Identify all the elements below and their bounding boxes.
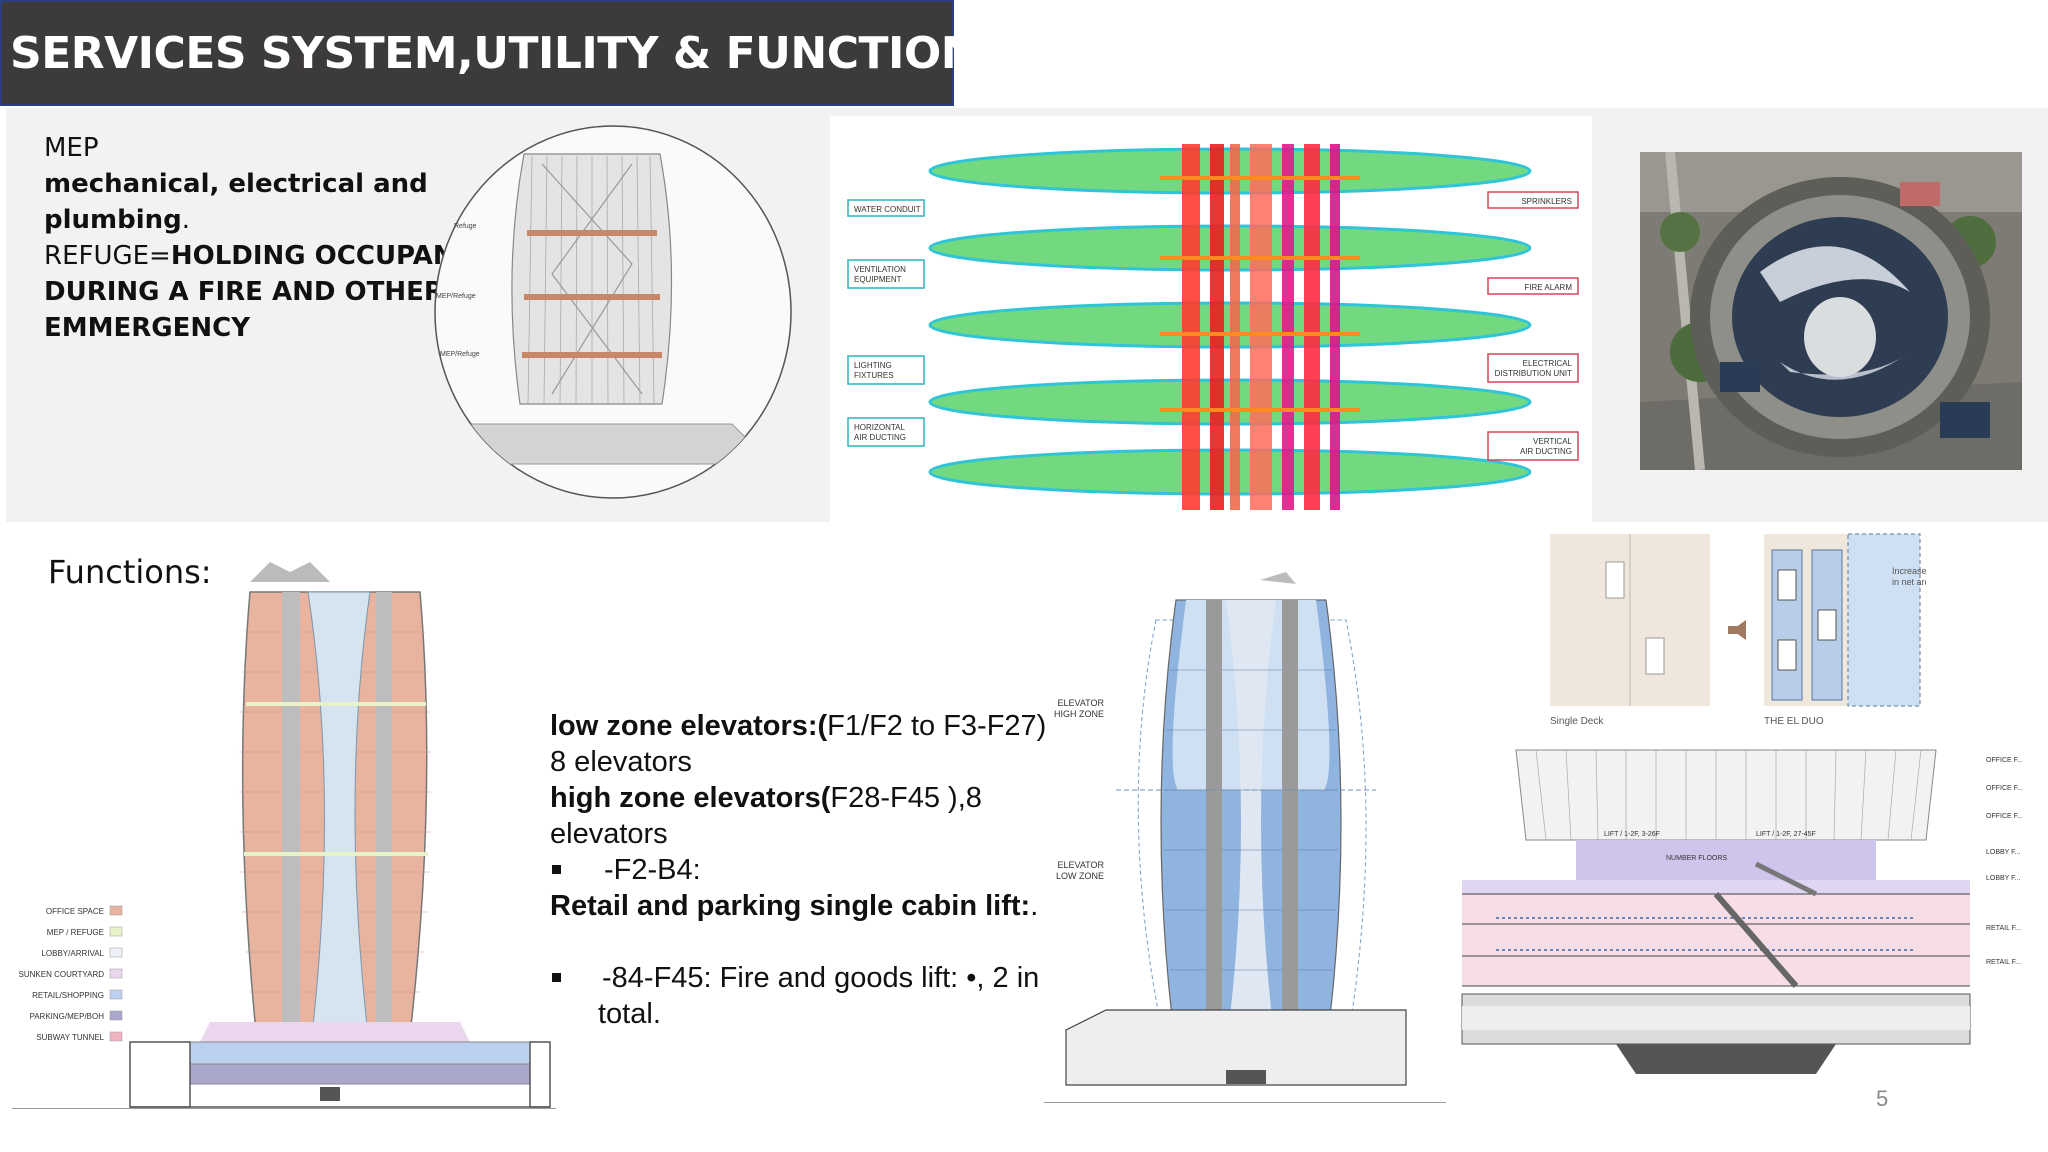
elevator-zone-diagram: ELEVATOR HIGH ZONE ELEVATOR LOW ZONE [1046,570,1450,1102]
legend-swatch-courtyard [109,968,123,979]
fire-lift-line2: total. [598,998,661,1030]
low-zone-range: F1/F2 to F3-F27) [827,710,1047,742]
legend-swatch-office [109,905,123,916]
el-duo-caption: THE EL DUO [1764,716,1824,727]
net-area-note-1: Increase [1892,566,1926,576]
legend-label-courtyard: SUNKEN COURTYARD [19,970,105,979]
mep-definition-line1: mechanical, electrical and [44,169,428,199]
svg-text:FIXTURES: FIXTURES [854,371,894,380]
svg-text:FIRE ALARM: FIRE ALARM [1524,283,1572,292]
net-area-note-2: in net area [1892,577,1926,587]
legend-label-retail: RETAIL/SHOPPING [32,991,104,1000]
svg-text:RETAIL F...: RETAIL F... [1986,925,2021,932]
mep-definition-line2: plumbing [44,205,182,235]
low-zone-label-1: ELEVATOR [1057,860,1104,870]
low-zone-count: 8 elevators [550,746,692,778]
low-zone-heading: low zone elevators:( [550,710,828,742]
svg-text:OFFICE F...: OFFICE F... [1986,785,2023,792]
svg-text:VERTICAL: VERTICAL [1533,437,1573,446]
legend-swatch-mep [109,926,123,937]
deck-comparison-diagram: Single Deck THE EL DUO Increase in net a… [1546,530,1926,730]
refuge-label-3: MEP/Refuge [440,351,480,358]
lobby-section-diagram: LIFT / 1-2F, 3-26F LIFT / 1-2F, 27-45F N… [1456,744,2048,1084]
refuge-prefix: REFUGE= [44,241,171,271]
bullet-basement-range: -F2-B4: [604,854,701,886]
high-zone-label-1: ELEVATOR [1057,698,1104,708]
high-zone-heading: high zone elevators( [550,782,831,814]
refuge-label-2: MEP/Refuge [436,293,476,300]
svg-text:HORIZONTAL: HORIZONTAL [854,423,906,432]
svg-text:LIFT / 1-2F, 27-45F: LIFT / 1-2F, 27-45F [1756,831,1816,838]
aerial-site-photo [1640,152,2022,470]
legend-swatch-retail [109,989,123,1000]
svg-text:DISTRIBUTION UNIT: DISTRIBUTION UNIT [1495,369,1572,378]
legend-label-office: OFFICE SPACE [46,907,104,916]
high-zone-range: F28-F45 ),8 [830,782,982,814]
svg-text:RETAIL F...: RETAIL F... [1986,959,2021,966]
high-zone-label-2: HIGH ZONE [1054,709,1104,719]
mep-description: MEP mechanical, electrical and plumbing.… [44,130,472,346]
legend-label-subway: SUBWAY TUNNEL [36,1033,104,1042]
svg-text:EQUIPMENT: EQUIPMENT [854,275,902,284]
refuge-definition-line2: DURING A FIRE AND OTHER [44,277,444,307]
refuge-definition-line1: HOLDING OCCUPANT [170,241,473,271]
svg-text:OFFICE F...: OFFICE F... [1986,757,2023,764]
bullet-icon [552,973,561,982]
single-deck-caption: Single Deck [1550,716,1604,727]
svg-text:LIGHTING: LIGHTING [854,361,892,370]
divider-left [12,1108,556,1109]
refuge-definition-line3: EMMERGENCY [44,313,251,343]
svg-text:ELECTRICAL: ELECTRICAL [1523,359,1573,368]
retail-lift-heading: Retail and parking single cabin lift: [550,890,1031,922]
functions-section-diagram: OFFICE SPACE MEP / REFUGE LOBBY/ARRIVAL … [10,552,558,1110]
legend-label-parking: PARKING/MEP/BOH [29,1012,104,1021]
slide-title: SERVICES SYSTEM,UTILITY & FUNCTIONS: [10,28,1018,79]
legend-swatch-subway [109,1031,123,1042]
svg-text:SPRINKLERS: SPRINKLERS [1521,197,1572,206]
svg-text:AIR DUCTING: AIR DUCTING [854,433,906,442]
low-zone-label-2: LOW ZONE [1056,871,1104,881]
high-zone-count: elevators [550,818,668,850]
legend-swatch-lobby [109,947,123,958]
svg-text:NUMBER FLOORS: NUMBER FLOORS [1666,855,1727,862]
mep-heading: MEP [44,133,99,163]
divider-middle [1044,1102,1446,1103]
title-bar: SERVICES SYSTEM,UTILITY & FUNCTIONS: [0,0,1018,106]
svg-text:LOBBY F...: LOBBY F... [1986,875,2021,882]
svg-text:VENTILATION: VENTILATION [854,265,906,274]
refuge-label-1: Refuge [454,223,477,230]
functions-heading: Functions: [48,553,212,591]
svg-text:OFFICE F...: OFFICE F... [1986,813,2023,820]
fire-lift-line1: -84-F45: Fire and goods lift: •, 2 in [602,962,1040,994]
legend-swatch-parking [109,1010,123,1021]
svg-text:LIFT / 1-2F, 3-26F: LIFT / 1-2F, 3-26F [1604,831,1660,838]
elevator-description: low zone elevators:(F1/F2 to F3-F27) 8 e… [550,708,1070,1032]
bullet-icon [552,865,561,874]
legend-label-lobby: LOBBY/ARRIVAL [41,949,104,958]
mep-systems-diagram: WATER CONDUIT VENTILATION EQUIPMENT LIGH… [830,116,1592,522]
page-number: 5 [1876,1086,1889,1111]
refuge-tower-diagram: Refuge MEP/Refuge MEP/Refuge [432,124,794,500]
svg-text:WATER CONDUIT: WATER CONDUIT [854,205,921,214]
legend-label-mep: MEP / REFUGE [47,928,104,937]
svg-text:AIR DUCTING: AIR DUCTING [1520,447,1572,456]
svg-text:LOBBY F...: LOBBY F... [1986,849,2021,856]
